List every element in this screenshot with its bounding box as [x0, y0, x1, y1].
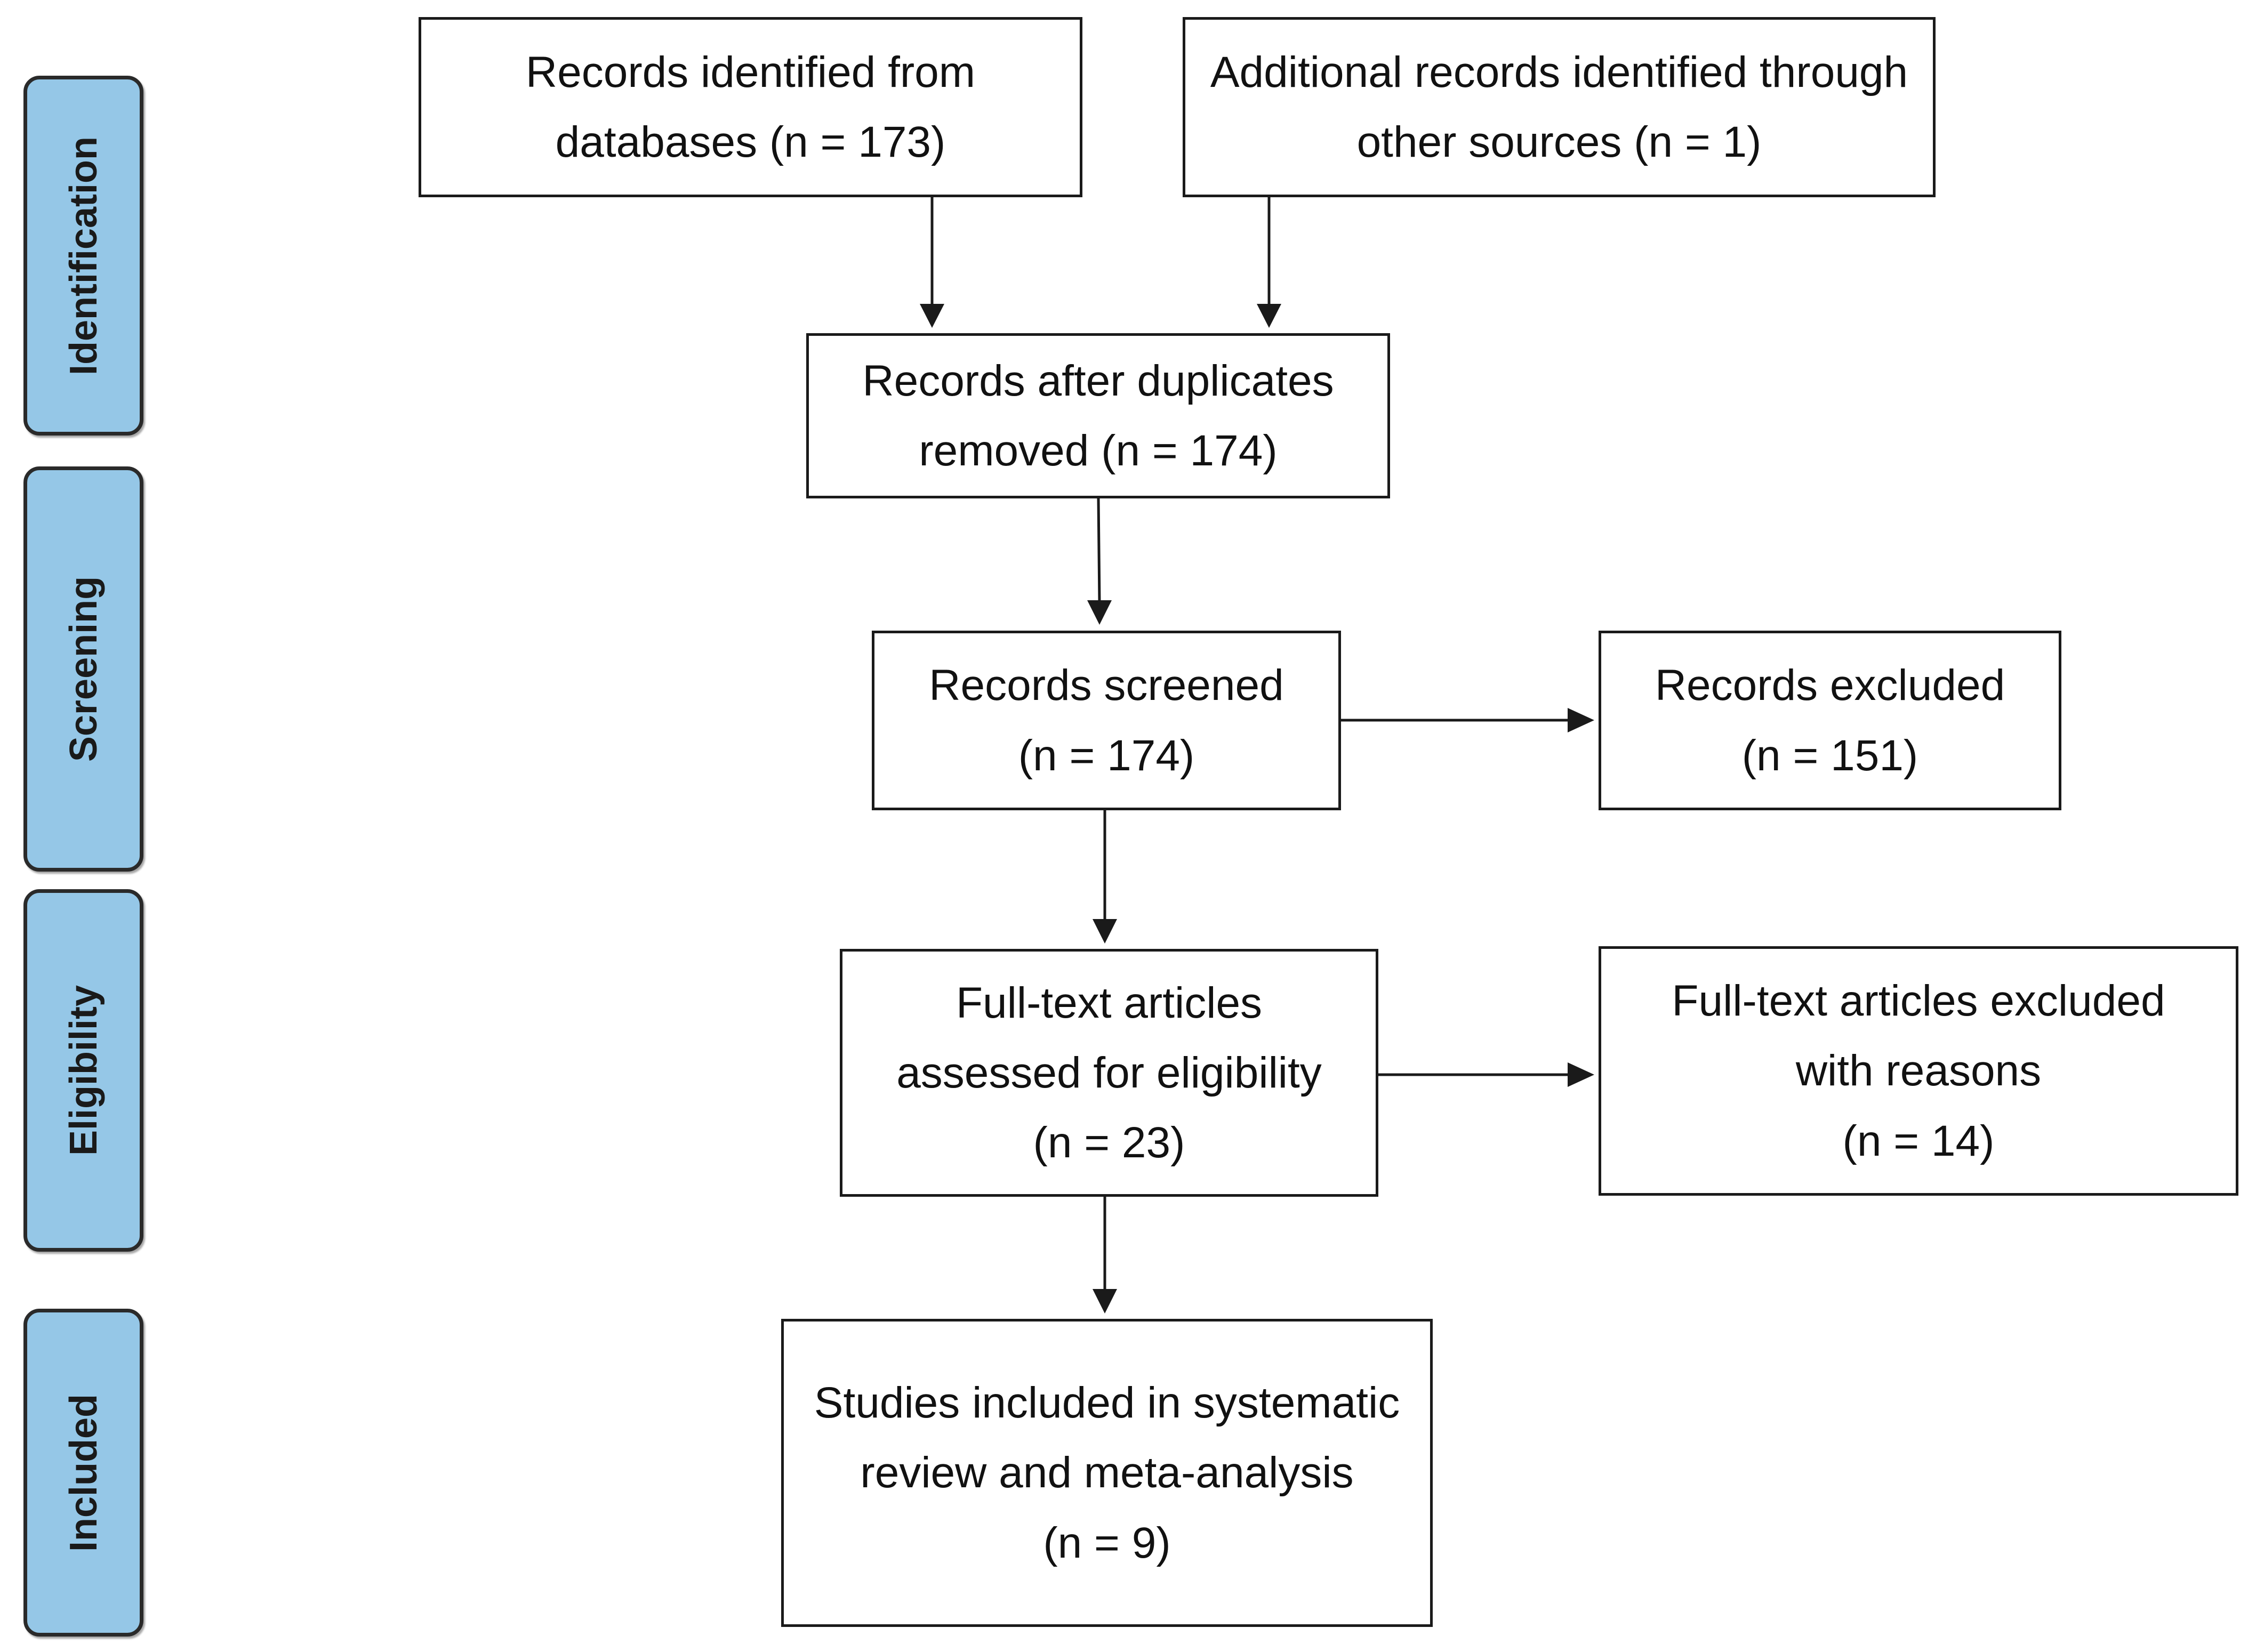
phase-identification: Identification: [23, 76, 143, 436]
box-additional-records: Additional records identified through ot…: [1183, 17, 1936, 197]
box-fulltext-assessed: Full-text articles assessed for eligibil…: [840, 949, 1378, 1197]
box-records-from-databases: Records identified from databases (n = 1…: [419, 17, 1082, 197]
box-duplicates-removed-line1: Records after duplicates: [862, 356, 1334, 405]
box-additional-records-line2: other sources (n = 1): [1356, 118, 1762, 166]
box-fulltext-assessed-line1: Full-text articles: [956, 978, 1263, 1027]
phase-eligibility: Eligibility: [23, 889, 143, 1252]
arrowhead-screened-to-excluded: [1568, 708, 1594, 732]
box-records-screened: Records screened (n = 174): [872, 631, 1341, 810]
box-records-excluded-line1: Records excluded: [1655, 661, 2005, 710]
arrowhead-other-to-duplicates: [1257, 304, 1281, 328]
arrowhead-assessed-to-fulltext-excluded: [1568, 1062, 1594, 1087]
phase-screening: Screening: [23, 466, 143, 872]
box-fulltext-excluded-line2: with reasons: [1795, 1046, 2042, 1095]
box-records-screened-line2: (n = 174): [1018, 731, 1195, 780]
box-studies-included-line3: (n = 9): [1043, 1518, 1171, 1567]
arrowhead-assessed-to-included: [1093, 1289, 1117, 1313]
box-fulltext-assessed-line3: (n = 23): [1033, 1118, 1185, 1167]
arrow-duplicates-to-screened: [1097, 498, 1101, 603]
arrowhead-screened-to-assessed: [1093, 919, 1117, 944]
box-records-excluded-line2: (n = 151): [1741, 731, 1918, 780]
box-records-from-databases-line2: databases (n = 173): [555, 118, 946, 166]
arrowhead-duplicates-to-screened: [1087, 600, 1112, 625]
box-duplicates-removed-line2: removed (n = 174): [919, 426, 1278, 475]
box-records-screened-line1: Records screened: [929, 661, 1284, 710]
box-additional-records-line1: Additional records identified through: [1210, 47, 1908, 96]
box-studies-included-line1: Studies included in systematic: [814, 1379, 1400, 1428]
box-fulltext-excluded-line3: (n = 14): [1842, 1116, 1995, 1165]
box-duplicates-removed: Records after duplicates removed (n = 17…: [806, 333, 1390, 498]
box-fulltext-assessed-line2: assessed for eligibility: [896, 1048, 1322, 1097]
box-fulltext-excluded: Full-text articles excluded with reasons…: [1599, 946, 2238, 1196]
box-records-excluded: Records excluded (n = 151): [1599, 631, 2061, 810]
box-studies-included: Studies included in systematic review an…: [781, 1319, 1433, 1627]
box-records-from-databases-line1: Records identified from: [525, 47, 976, 96]
box-studies-included-line2: review and meta-analysis: [860, 1448, 1354, 1497]
arrowhead-databases-to-duplicates: [920, 304, 944, 328]
box-fulltext-excluded-line1: Full-text articles excluded: [1672, 977, 2165, 1026]
phase-included: Included: [23, 1309, 143, 1637]
